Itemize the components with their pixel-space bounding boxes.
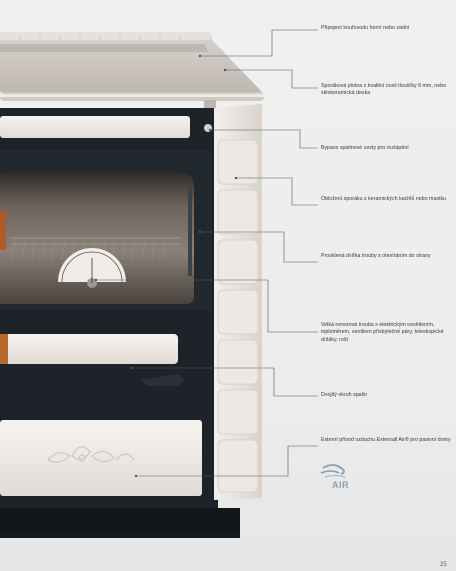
callout-ceramic-tiles: Obložení sporáku z keramických kachlů ne…: [321, 196, 447, 202]
ceramic-tiles: [214, 104, 262, 500]
middle-drawer-panel: [4, 334, 178, 364]
air-swirl-icon: [320, 464, 346, 478]
air-logo-text: AIR: [332, 480, 349, 490]
bottom-door-panel: [0, 420, 202, 496]
callout-oven-door: Prosklená dvířka trouby s otevíráním do …: [321, 253, 431, 259]
callout-oven: Velká nerezová trouba s elektrickým osvě…: [321, 322, 444, 343]
callout-bypass: Bypass spalinové cesty pro roztápění: [321, 145, 409, 151]
callout-double-circuit: Dvojitý okruh spalin: [321, 392, 367, 398]
cooking-plate: [0, 32, 264, 110]
callout-lines: [96, 29, 318, 477]
top-drawer-panel: [0, 116, 190, 138]
thermometer-icon: [58, 248, 126, 288]
page-number: 25: [440, 562, 447, 568]
callout-cooking-plate: Sporáková plotna z kvalitní oceli tloušť…: [321, 83, 447, 97]
ornament-icon: [47, 446, 135, 463]
callout-flue-connection: Připojení kouřovodu horní nebo zadní: [321, 25, 410, 31]
brand-label: Rizzoli: [150, 492, 167, 498]
callout-external-air: Externí přívod vzduchu Externall Air® pr…: [321, 437, 451, 443]
